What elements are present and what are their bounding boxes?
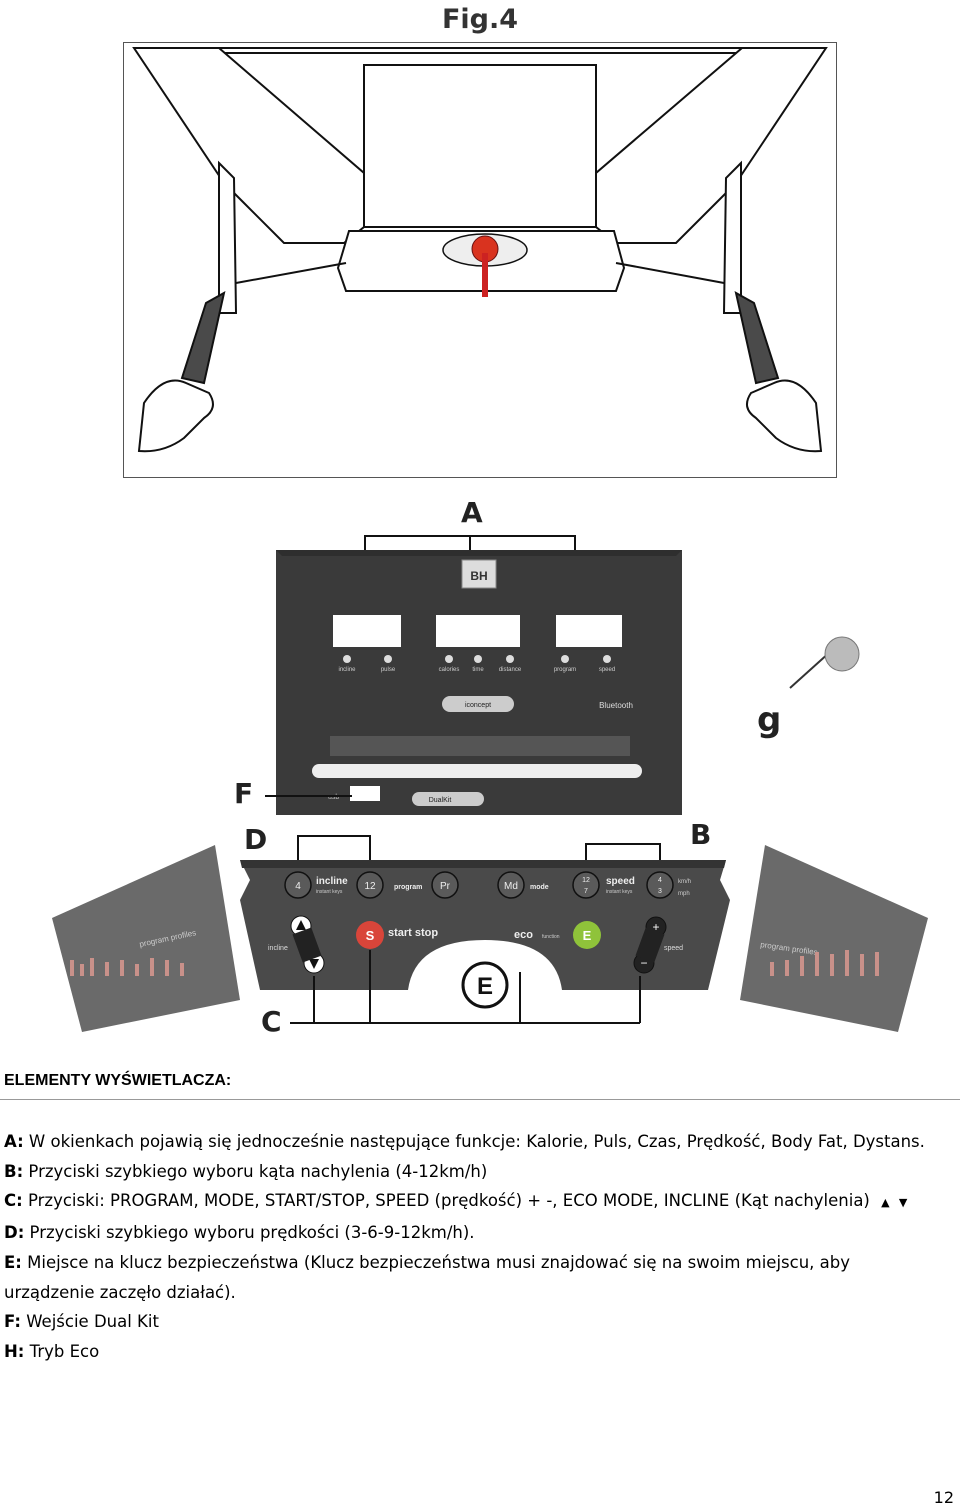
divider xyxy=(0,1099,960,1100)
speed-12-button[interactable]: 12 xyxy=(582,877,590,884)
label-c: C xyxy=(261,1005,282,1038)
brand-logo: BH xyxy=(470,569,487,583)
label-f: F xyxy=(234,777,254,810)
usb-label: usb xyxy=(328,794,339,801)
up-arrow-icon: ▲ xyxy=(881,1196,890,1210)
indicator-pulse: pulse xyxy=(381,667,396,673)
incline-label: incline xyxy=(316,876,348,887)
eco-sub: function xyxy=(542,934,560,940)
list-item: B: Przyciski szybkiego wyboru kąta nachy… xyxy=(4,1161,488,1181)
dualkit-badge: DualKit xyxy=(429,797,452,804)
handlebar-drawing xyxy=(132,47,828,453)
start-stop-button[interactable]: S xyxy=(366,928,375,943)
speed-7-label: 7 xyxy=(584,888,588,895)
mph-label: mph xyxy=(678,891,690,897)
program-label: program xyxy=(394,884,422,891)
start-stop-label: start stop xyxy=(388,927,438,939)
list-item: E: Miejsce na klucz bezpieczeństwa (Kluc… xyxy=(4,1252,851,1272)
figure-title: Fig.4 xyxy=(441,4,519,35)
description-list: A: W okienkach pojawią się jednocześnie … xyxy=(4,1127,925,1367)
indicator-time: time xyxy=(472,667,484,673)
mode-button[interactable]: Md xyxy=(504,881,518,892)
list-item: A: W okienkach pojawią się jednocześnie … xyxy=(4,1132,925,1151)
speed-side-label: speed xyxy=(664,945,683,952)
list-item: D: Przyciski szybkiego wyboru prędkości … xyxy=(4,1223,475,1243)
indicator-incline: incline xyxy=(338,667,356,673)
label-g: g xyxy=(757,700,782,740)
list-item: F: Wejście Dual Kit xyxy=(4,1312,159,1332)
figure-handlebar-illustration xyxy=(123,42,837,478)
label-a: A xyxy=(461,496,483,529)
eco-button[interactable]: E xyxy=(583,928,592,943)
speed-minus-button[interactable]: − xyxy=(640,956,647,970)
kmh-label: km/h xyxy=(678,879,691,885)
incline-4-button[interactable]: 4 xyxy=(295,881,301,892)
eco-label: eco xyxy=(514,929,533,941)
list-item: H: Tryb Eco xyxy=(4,1341,100,1361)
incline-sub: instant keys xyxy=(316,889,343,895)
speed-4-button[interactable]: 4 xyxy=(658,877,662,884)
label-b: B xyxy=(690,818,712,851)
console-diagram: BH incline pulse calories time distance … xyxy=(52,535,928,1032)
down-arrow-icon: ▼ xyxy=(898,1196,908,1210)
speed-3-label: 3 xyxy=(658,888,662,895)
speed-label: speed xyxy=(606,876,635,887)
page-number: 12 xyxy=(933,1488,954,1507)
mode-label: mode xyxy=(530,884,549,891)
list-item: C: Przyciski: PROGRAM, MODE, START/STOP,… xyxy=(4,1191,908,1211)
section-heading: ELEMENTY WYŚWIETLACZA: xyxy=(4,1072,232,1089)
incline-side-label: incline xyxy=(268,945,288,952)
safety-key-e: E xyxy=(477,973,493,1000)
list-item: urządzenie zaczęło działać). xyxy=(4,1282,236,1302)
indicator-calories: calories xyxy=(439,667,460,673)
indicator-program: program xyxy=(554,667,576,673)
label-d: D xyxy=(244,823,268,856)
speed-plus-button[interactable]: + xyxy=(652,920,659,934)
incline-12-button[interactable]: 12 xyxy=(364,881,376,892)
speed-sub: instant keys xyxy=(606,889,633,895)
program-button[interactable]: Pr xyxy=(440,881,451,892)
indicator-speed: speed xyxy=(599,667,615,673)
concept-badge: iconcept xyxy=(465,702,491,709)
indicator-distance: distance xyxy=(499,667,522,673)
bluetooth-label: Bluetooth xyxy=(599,701,633,710)
